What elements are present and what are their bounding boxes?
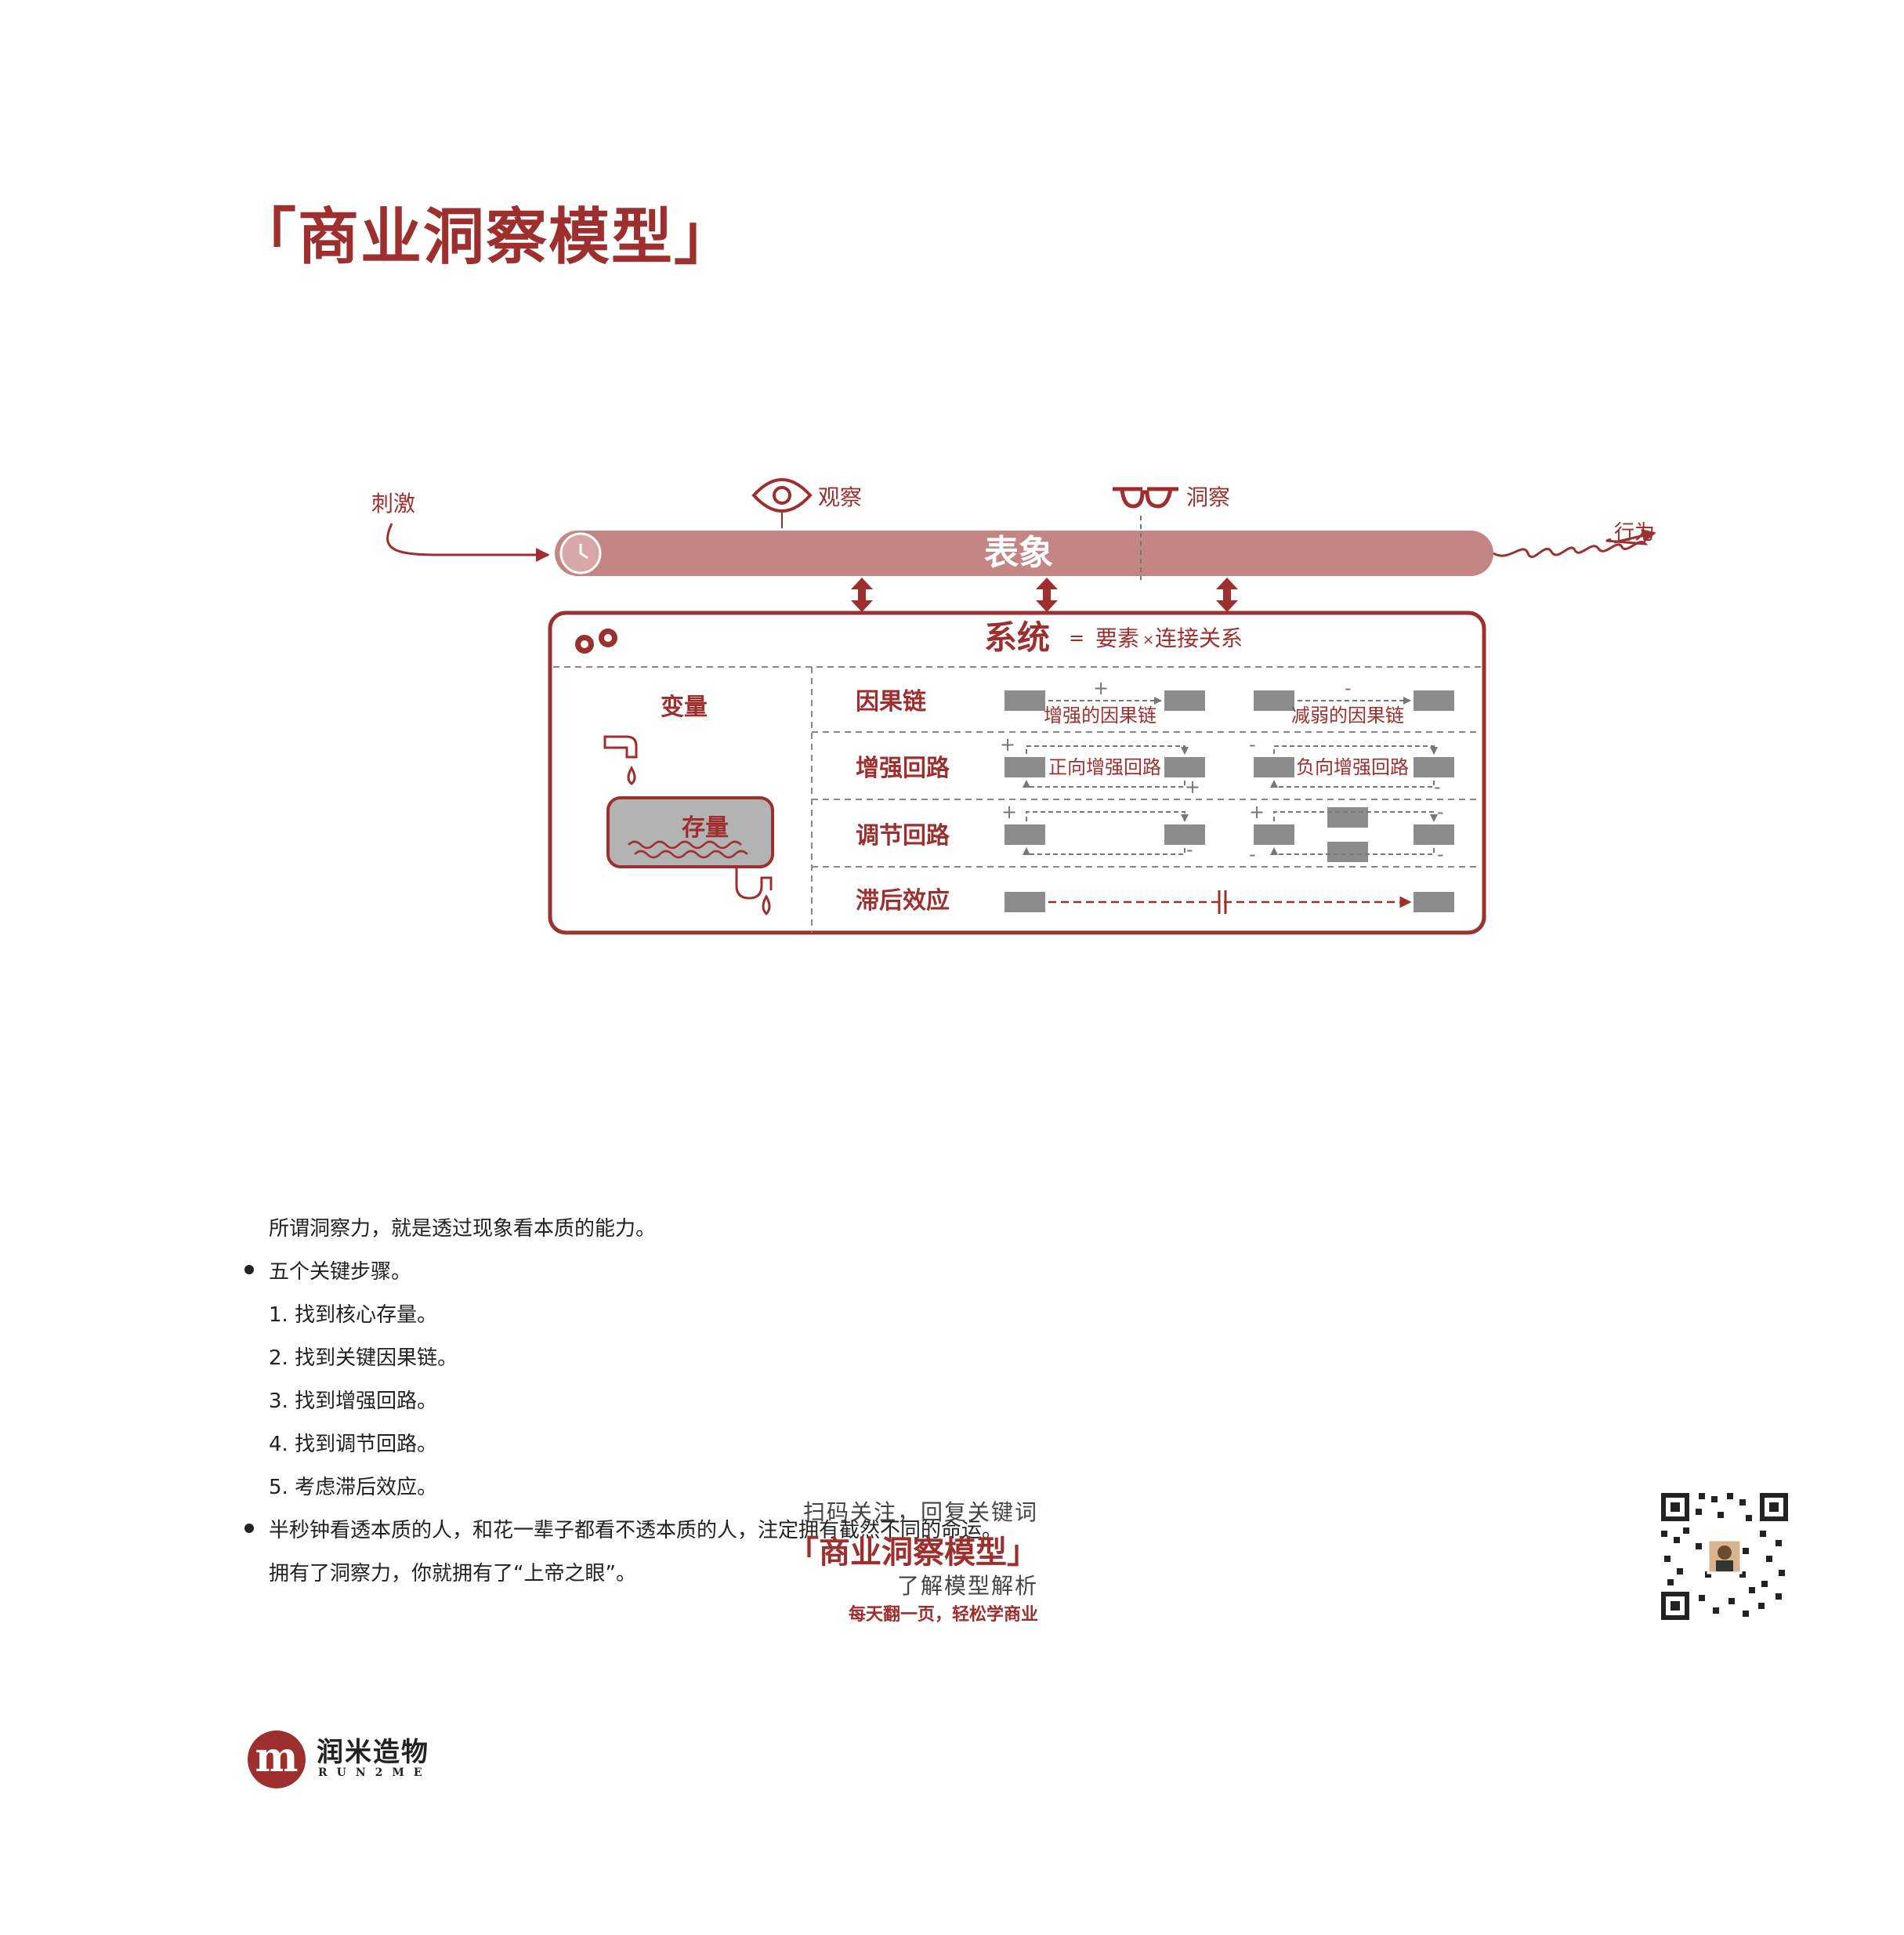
system-formula-eq: = — [1069, 627, 1084, 649]
stock-tank — [606, 796, 774, 868]
step-item: 4. 找到调节回路。 — [269, 1433, 438, 1456]
weaken-chain-label: 减弱的因果链 — [1291, 705, 1404, 727]
row-delay: 滞后效应 — [856, 887, 950, 915]
eye-icon — [751, 478, 813, 528]
positive-loop-label: 正向增强回路 — [1048, 756, 1161, 778]
svg-text:+: + — [1249, 801, 1265, 823]
brand-name-cn: 润米造物 — [317, 1737, 429, 1768]
step-item: 2. 找到关键因果链。 — [269, 1346, 458, 1370]
element-boxes — [1004, 690, 1454, 912]
gears-icon — [575, 629, 617, 654]
behavior-spiral — [1493, 538, 1649, 559]
svg-text:+: + — [1093, 677, 1109, 699]
svg-text:+: + — [1185, 776, 1200, 798]
faucet-icon — [603, 735, 638, 785]
intro-text: 所谓洞察力，就是透过现象看本质的能力。 — [269, 1217, 657, 1241]
brand-name-en: RUN2ME — [318, 1767, 432, 1779]
promo-line-1: 扫码关注，回复关键词 — [802, 1499, 1038, 1525]
svg-text:-: - — [1437, 801, 1444, 823]
phenomenon-label: 表象 — [984, 533, 1053, 573]
stimulus-label: 刺激 — [371, 491, 415, 516]
chain-arrows — [1023, 697, 1438, 855]
svg-text:-: - — [1186, 839, 1193, 861]
svg-text:+: + — [1001, 801, 1017, 823]
double-arrow-icon — [851, 578, 1238, 612]
svg-text:-: - — [1249, 734, 1256, 756]
system-formula-times: × — [1142, 632, 1154, 648]
svg-text:-: - — [1249, 843, 1256, 865]
svg-text:-: - — [1437, 843, 1444, 865]
behavior-label: 行为 — [1614, 521, 1655, 545]
row-reinforcing-loop: 增强回路 — [856, 755, 950, 782]
sign-markers: + - + + - - + - + - - - — [1000, 677, 1444, 865]
row-causal-chain: 因果链 — [856, 688, 926, 716]
variable-label: 变量 — [661, 694, 708, 721]
promo-line-3: 了解模型解析 — [896, 1573, 1038, 1599]
step-item: 5. 考虑滞后效应。 — [269, 1476, 438, 1499]
svg-text:+: + — [1000, 734, 1015, 756]
drain-pipe-icon — [735, 867, 773, 916]
stimulus-arrow — [386, 523, 550, 562]
bullet-dot — [244, 1524, 254, 1533]
quote-text: 半秒钟看透本质的人，和花一辈子都看不透本质的人，注定拥有截然不同的命运。 — [269, 1519, 1003, 1542]
bullet-dot — [244, 1265, 254, 1274]
steps-heading: 五个关键步骤。 — [269, 1260, 412, 1284]
page-title: 「商业洞察模型」 — [235, 201, 737, 273]
svg-text:-: - — [1434, 776, 1441, 798]
brand-logo: m — [248, 1730, 306, 1788]
step-item: 3. 找到增强回路。 — [269, 1390, 438, 1413]
enhance-chain-label: 增强的因果链 — [1044, 705, 1157, 727]
system-title: 系统 — [984, 618, 1050, 657]
system-formula-elements: 要素 — [1095, 625, 1139, 651]
promo-line-2: 「商业洞察模型」 — [787, 1534, 1038, 1571]
closing-text: 拥有了洞察力，你就拥有了“上帝之眼”。 — [269, 1562, 636, 1585]
qr-code[interactable] — [1661, 1493, 1788, 1620]
glasses-icon — [1113, 487, 1178, 509]
svg-text:-: - — [1345, 677, 1352, 699]
negative-loop-label: 负向增强回路 — [1296, 756, 1409, 778]
insight-label: 洞察 — [1186, 484, 1230, 510]
row-balancing-loop: 调节回路 — [856, 822, 950, 850]
observe-label: 观察 — [818, 484, 862, 510]
phenomenon-bar — [555, 531, 1493, 576]
step-item: 1. 找到核心存量。 — [269, 1303, 438, 1327]
water-waves — [628, 840, 748, 859]
stock-label: 存量 — [682, 814, 729, 842]
promo-line-4: 每天翻一页，轻松学商业 — [848, 1605, 1038, 1625]
system-formula-relations: 连接关系 — [1155, 625, 1243, 651]
grid-lines — [553, 666, 1481, 933]
delay-mark — [1218, 890, 1227, 914]
